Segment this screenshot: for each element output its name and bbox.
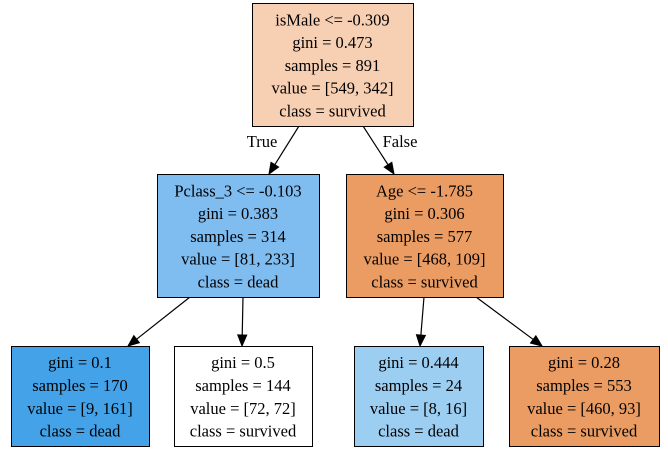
node-line: samples = 314	[190, 227, 285, 246]
edge-line	[475, 296, 534, 340]
arrowhead-icon	[126, 334, 141, 347]
node-line: value = [549, 342]	[271, 79, 393, 98]
node-line: class = dead	[198, 272, 280, 291]
arrowhead-icon	[236, 334, 248, 348]
edge-left-to-leaf-2	[236, 296, 248, 348]
node-box	[157, 174, 320, 298]
node-line: class = dead	[40, 422, 122, 441]
node-box	[354, 346, 484, 447]
node-line: gini = 0.306	[384, 204, 464, 223]
edge-left-to-leaf-1	[126, 296, 191, 347]
node-line: gini = 0.28	[548, 353, 620, 372]
tree-node-root: isMale <= -0.309 gini = 0.473 samples = 89…	[252, 3, 414, 127]
node-line: samples = 24	[375, 376, 462, 395]
node-line: gini = 0.383	[198, 204, 278, 223]
node-line: samples = 577	[377, 227, 472, 246]
edge-label-false: False	[383, 132, 418, 151]
nodes-layer: isMale <= -0.309 gini = 0.473 samples = 89…	[11, 3, 660, 447]
node-box	[174, 346, 313, 447]
node-box	[509, 346, 660, 447]
tree-node-leaf-1: gini = 0.1 samples = 170 value = [9, 161] c…	[11, 346, 150, 447]
node-line: class = survived	[279, 101, 386, 120]
node-line: value = [72, 72]	[190, 399, 296, 418]
node-line: gini = 0.5	[211, 353, 275, 372]
arrowhead-icon	[383, 161, 395, 176]
node-box	[11, 346, 150, 447]
node-line: samples = 553	[536, 376, 631, 395]
tree-node-right: Age <= -1.785 gini = 0.306 samples = 577 va…	[346, 174, 504, 298]
edge-label-true: True	[247, 132, 278, 151]
node-line: value = [460, 93]	[527, 399, 641, 418]
node-line: class = survived	[371, 272, 478, 291]
node-line: class = dead	[378, 422, 460, 441]
node-line: Pclass_3 <= -0.103	[174, 181, 301, 200]
node-line: isMale <= -0.309	[275, 10, 389, 29]
node-box	[252, 3, 414, 127]
node-line: value = [468, 109]	[363, 250, 485, 269]
node-line: gini = 0.444	[378, 353, 458, 372]
edges-layer: True False	[126, 125, 544, 348]
edge-root-to-left: True	[247, 125, 300, 176]
arrowhead-icon	[529, 334, 544, 347]
node-line: samples = 891	[285, 56, 380, 75]
node-line: class = survived	[190, 422, 297, 441]
edge-line	[420, 296, 425, 336]
node-line: samples = 170	[32, 376, 127, 395]
edge-root-to-right: False	[362, 125, 418, 176]
arrowhead-icon	[415, 334, 427, 348]
node-line: Age <= -1.785	[376, 181, 473, 200]
edge-line	[241, 296, 244, 336]
tree-node-leaf-2: gini = 0.5 samples = 144 value = [72, 72] c…	[174, 346, 313, 447]
tree-node-leaf-3: gini = 0.444 samples = 24 value = [8, 16] c…	[354, 346, 484, 447]
node-line: gini = 0.1	[48, 353, 112, 372]
node-line: value = [81, 233]	[181, 250, 295, 269]
edge-line	[136, 296, 191, 340]
edge-line	[274, 125, 300, 165]
tree-node-leaf-4: gini = 0.28 samples = 553 value = [460, 93…	[509, 346, 660, 447]
node-line: samples = 144	[195, 376, 290, 395]
node-line: value = [8, 16]	[370, 399, 467, 418]
node-line: gini = 0.473	[292, 33, 372, 52]
node-line: value = [9, 161]	[27, 399, 133, 418]
edge-line	[362, 125, 389, 166]
edge-right-to-leaf-4	[475, 296, 544, 347]
tree-node-left: Pclass_3 <= -0.103 gini = 0.383 samples = …	[157, 174, 320, 298]
node-box	[346, 174, 504, 298]
arrowhead-icon	[268, 161, 280, 176]
node-line: class = survived	[531, 422, 638, 441]
edge-right-to-leaf-3	[415, 296, 427, 348]
